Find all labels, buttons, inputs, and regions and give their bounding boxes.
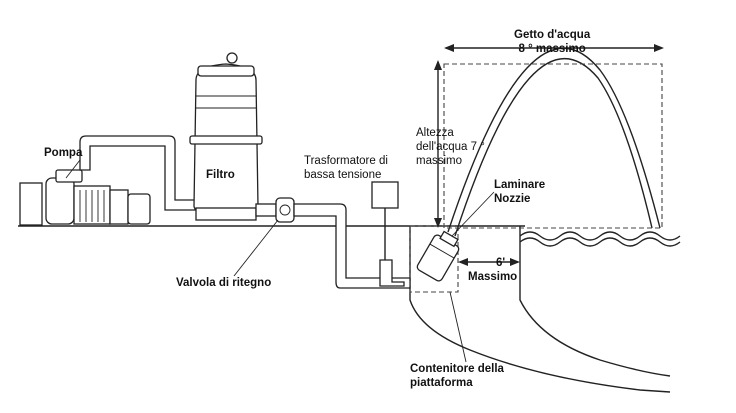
water-surface (519, 231, 681, 241)
label-contenitore-line2: piattaforma (410, 377, 473, 389)
label-distanza-line2: Massimo (468, 271, 518, 283)
label-valvola: Valvola di ritegno (176, 276, 271, 290)
leader-laminare (451, 191, 495, 237)
label-pompa-text: Pompa (44, 147, 83, 159)
label-altezza: Altezza dell'acqua 7 ° massimo (416, 126, 485, 168)
filter-outlet-pipe (255, 203, 277, 217)
label-distanza: 6' Massimo (468, 256, 517, 284)
label-distanza-line1: 6' (496, 257, 506, 269)
label-altezza-line2: dell'acqua 7 ° (416, 141, 485, 153)
label-laminare: Laminare Nozzie (494, 178, 545, 206)
check-valve (275, 197, 295, 223)
label-contenitore-line1: Contenitore della (410, 363, 504, 375)
label-trasformatore-line2: bassa tensione (304, 169, 382, 181)
height-dimension (434, 60, 442, 228)
valve-to-nozzle-pipe (293, 203, 411, 289)
pool-basin (409, 226, 671, 393)
label-filtro-text: Filtro (206, 169, 235, 181)
water-jet-arc (447, 47, 661, 233)
label-laminare-line2: Nozzie (494, 193, 531, 205)
label-contenitore: Contenitore della piattaforma (410, 362, 504, 390)
label-laminare-line1: Laminare (494, 179, 546, 191)
label-getto-line2: 8 ° massimo (518, 43, 586, 55)
label-trasformatore: Trasformatore di bassa tensione (304, 154, 388, 182)
pump (19, 169, 151, 226)
width-dimension (444, 44, 664, 52)
label-altezza-line1: Altezza (416, 127, 454, 139)
label-getto-line1: Getto d'acqua (514, 29, 591, 41)
pool-wall (519, 226, 671, 377)
filter-tank (189, 52, 263, 221)
low-voltage-transformer (371, 181, 405, 287)
distance-dimension (458, 258, 520, 266)
label-altezza-line3: massimo (416, 155, 463, 167)
label-getto: Getto d'acqua 8 ° massimo (514, 28, 590, 56)
label-filtro: Filtro (206, 168, 235, 182)
platform-container-box (409, 225, 459, 293)
label-valvola-text: Valvola di ritegno (176, 277, 272, 289)
leader-contenitore (449, 291, 467, 363)
jet-envelope-box (443, 63, 663, 229)
water-surface-lower (519, 237, 681, 247)
water-jet-arc-inner (454, 58, 653, 237)
label-pompa: Pompa (44, 146, 82, 160)
label-trasformatore-line1: Trasformatore di (304, 155, 388, 167)
leader-valvola (233, 219, 279, 277)
leader-pompa (65, 159, 81, 179)
laminar-nozzle (416, 230, 460, 282)
